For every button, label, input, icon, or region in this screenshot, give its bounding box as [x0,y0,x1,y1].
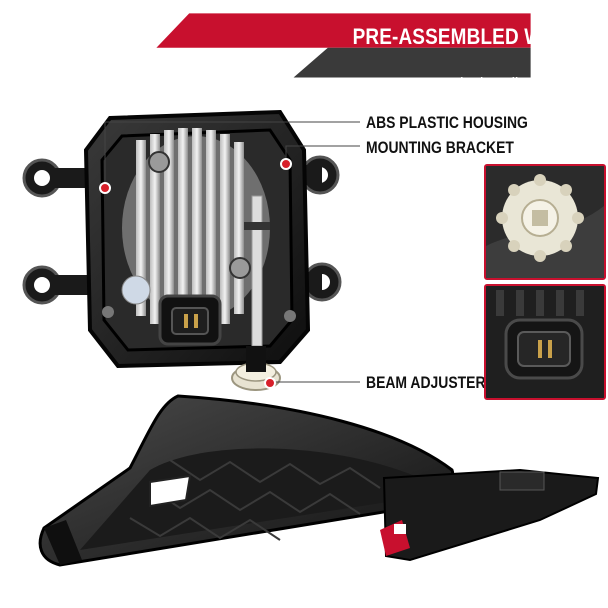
header-banner [156,13,531,78]
screw [148,151,170,173]
banner-title: PRE-ASSEMBLED WIRING [352,24,596,49]
beam-adjuster-gear-closeup [484,164,606,280]
screw [229,257,251,279]
callout-abs-housing: ABS PLASTIC HOUSING [366,113,528,132]
callout-mounting-bracket: MOUNTING BRACKET [366,138,514,157]
housing-marker [99,182,111,194]
bracket-marker [280,158,292,170]
wiring-connector-closeup [484,284,606,400]
banner-subtitle: Make installation easier [439,74,596,93]
adjuster-marker [264,377,276,389]
mounting-bracket-piece [380,468,600,562]
adjuster-shaft [251,195,263,347]
callout-markers [104,121,360,383]
subtitle-banner-shape [293,47,531,78]
title-banner-shape [156,13,531,48]
bezel-cover [38,394,455,567]
callout-beam-adjuster: BEAM ADJUSTER [366,373,486,392]
